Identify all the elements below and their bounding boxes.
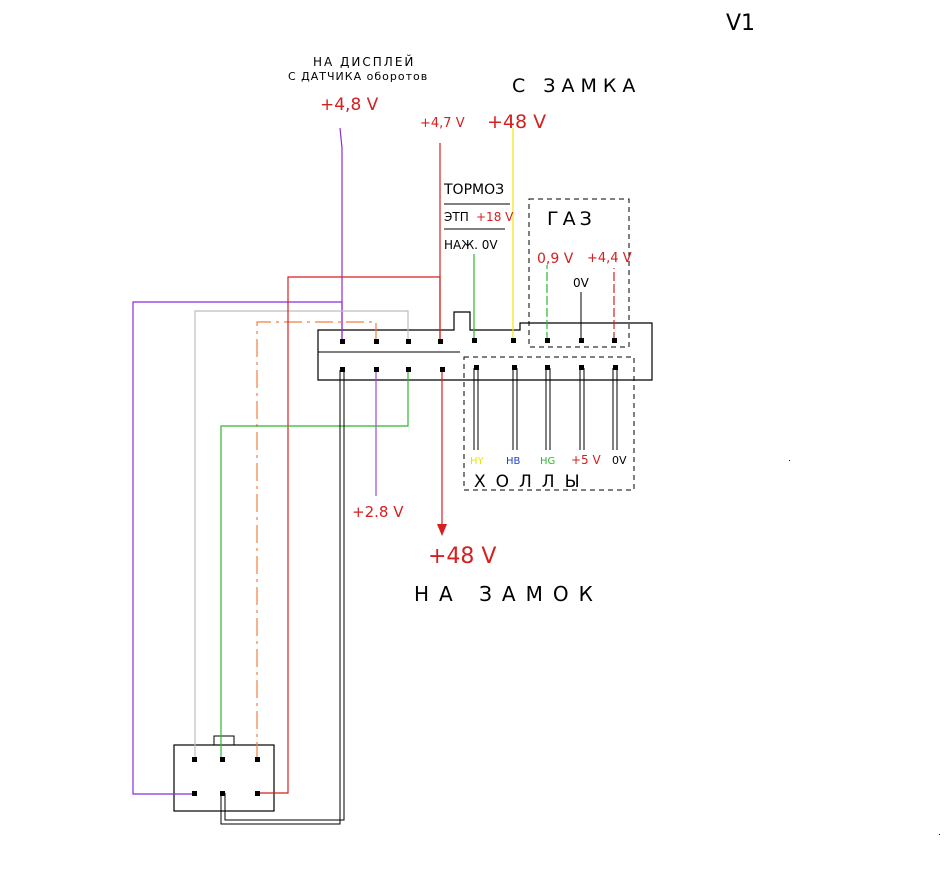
connector-pin (440, 367, 445, 372)
connector-pin (579, 338, 584, 343)
main-connector (317, 311, 653, 381)
display-voltage: +4,8 V (320, 95, 379, 115)
connector-pin (579, 365, 584, 370)
hall-label-0v: 0V (612, 454, 627, 467)
orange-wire (256, 321, 377, 759)
display-label-line1: НА ДИСПЛЕЙ (313, 54, 415, 69)
key-lock-title: С ЗАМКА (512, 75, 641, 97)
halls-group-box (463, 356, 635, 491)
lower-plug-key (213, 735, 235, 746)
throttle-voltage-3: +4,4 V (587, 251, 632, 266)
plug-pin (220, 791, 225, 796)
connector-pin (340, 339, 345, 344)
speck (789, 460, 790, 461)
connector-pin (545, 338, 550, 343)
halls-title: ХОЛЛЫ (474, 472, 590, 492)
hall-label-hy: HY (470, 456, 485, 467)
black-wire-ground-inner (224, 370, 345, 821)
out-label: НА ЗАМОК (414, 582, 603, 606)
throttle-title: ГАЗ (547, 208, 596, 230)
connector-pin (406, 339, 411, 344)
brake-etp-label: ЭТП (444, 210, 469, 224)
connector-pin (474, 365, 479, 370)
black-wire-ground (220, 370, 341, 825)
connector-pin (374, 367, 379, 372)
throttle-group-box (528, 198, 630, 348)
brake-title: ТОРМОЗ (443, 182, 504, 198)
hall-label-5v: +5 V (571, 453, 602, 467)
connector-pin (613, 365, 618, 370)
hall-label-hb: HB (506, 456, 521, 467)
brake-pressed-label: НАЖ. 0V (444, 238, 498, 252)
voltage-28: +2.8 V (352, 503, 404, 521)
red-wire-plug (258, 276, 441, 794)
lower-plug (173, 735, 275, 812)
brake-etp-voltage: +18 V (476, 210, 514, 224)
speck (939, 834, 940, 835)
throttle-voltage-2: 0V (573, 276, 590, 290)
plug-pin (192, 791, 197, 796)
connector-pin (406, 367, 411, 372)
top-voltage: +4,7 V (420, 116, 465, 131)
throttle-voltage-1: 0,9 V (537, 251, 574, 267)
display-label-line2: С ДАТЧИКА оборотов (288, 70, 428, 83)
connector-pins (340, 338, 618, 372)
plug-pin (255, 791, 260, 796)
gray-wire (194, 310, 409, 759)
plug-pin (220, 757, 225, 762)
connector-pin (511, 338, 516, 343)
connector-pin (438, 339, 443, 344)
connector-pin (340, 367, 345, 372)
plug-pin (192, 757, 197, 762)
version-label: V1 (726, 11, 755, 36)
main-connector-body (317, 311, 653, 381)
connector-pin (612, 338, 617, 343)
plug-pin (255, 757, 260, 762)
connector-pin (374, 339, 379, 344)
connector-pin (545, 365, 550, 370)
connector-pin (472, 338, 477, 343)
key-lock-voltage: +48 V (487, 111, 546, 133)
red-arrow-head (437, 524, 447, 536)
hall-wires (473, 368, 618, 450)
lower-plug-body (173, 744, 275, 812)
out-voltage: +48 V (428, 544, 496, 569)
purple-wire-plug (132, 301, 343, 795)
connector-pin (512, 365, 517, 370)
green-wire-plug (220, 370, 409, 759)
hall-label-hg: HG (540, 456, 555, 467)
lower-plug-pins (192, 757, 260, 796)
